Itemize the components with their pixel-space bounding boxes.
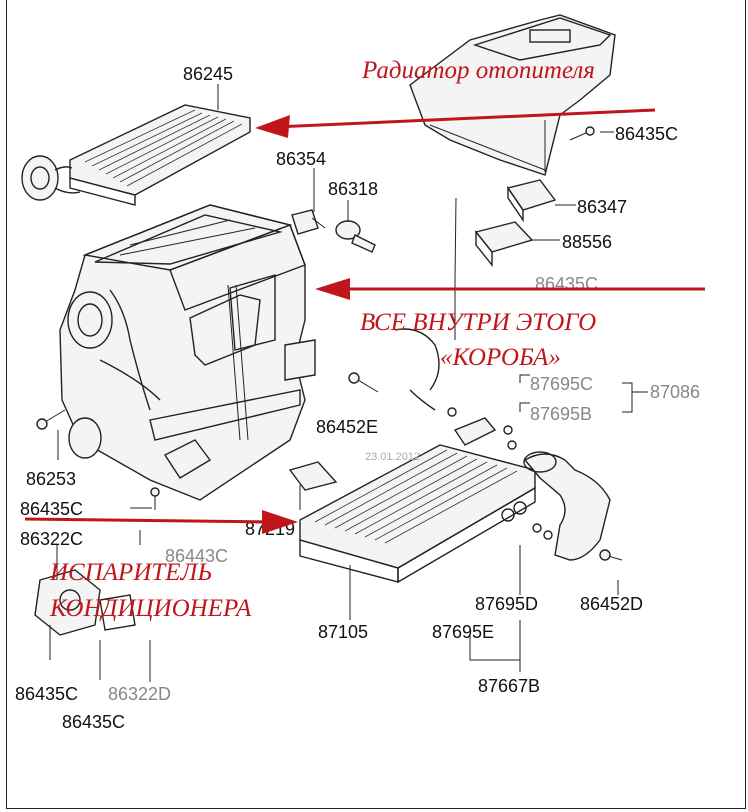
label-86253: 86253 — [26, 469, 76, 489]
label-87695e: 87695E — [432, 622, 494, 642]
label-86322c: 86322C — [20, 529, 83, 549]
module-88556 — [474, 221, 534, 267]
resistor-86354 — [291, 209, 326, 235]
expansion-valve — [394, 328, 517, 450]
label-86452e: 86452E — [316, 417, 378, 437]
label-88556: 88556 — [562, 232, 612, 252]
label-87695c: 87695C — [530, 374, 593, 394]
upper-duct — [409, 14, 616, 176]
label-86318: 86318 — [328, 179, 378, 199]
annotation-evaporator-line1: ИСПАРИТЕЛЬ — [49, 559, 212, 586]
label-86435c-mid: 86435C — [535, 274, 598, 294]
thermistor-87219 — [288, 461, 338, 510]
arrow-evaporator — [24, 510, 298, 534]
label-87695d: 87695D — [475, 594, 538, 614]
label-86347: 86347 — [577, 197, 627, 217]
bolt-86452E — [348, 372, 379, 393]
arrow-heater — [255, 108, 656, 138]
label-86435c-bl: 86435C — [15, 684, 78, 704]
arrow-box — [315, 278, 705, 300]
label-86354: 86354 — [276, 149, 326, 169]
bolt-86452D — [599, 549, 623, 561]
label-86452d: 86452D — [580, 594, 643, 614]
sensor-86318 — [335, 220, 376, 253]
label-87086: 87086 — [650, 382, 700, 402]
screw-86435C-left — [150, 487, 160, 510]
hvac-housing — [59, 204, 316, 501]
label-86245: 86245 — [183, 64, 233, 84]
screw-86435C-top — [569, 126, 595, 141]
annotation-evaporator-line2: КОНДИЦИОНЕРА — [49, 595, 252, 622]
watermark-date: 23.01.2012 — [365, 451, 420, 463]
leader-lines — [56, 84, 648, 682]
label-87667b: 87667B — [478, 676, 540, 696]
annotation-box-line2: «КОРОБА» — [440, 344, 561, 371]
label-86443c: 86443C — [165, 546, 228, 566]
drain-hose — [523, 451, 611, 561]
annotation-box-line1: ВСЕ ВНУТРИ ЭТОГО — [360, 309, 596, 336]
annotation-heater-core: Радиатор отопителя — [361, 57, 595, 84]
actuator-assembly — [34, 569, 136, 680]
module-86347 — [506, 179, 557, 223]
label-87695b: 87695B — [530, 404, 592, 424]
label-86322d: 86322D — [108, 684, 171, 704]
label-86435c-bottom: 86435C — [62, 712, 125, 732]
heater-core — [21, 104, 251, 206]
bolt-86253 — [36, 409, 66, 430]
label-87105: 87105 — [318, 622, 368, 642]
label-86435c-left: 86435C — [20, 499, 83, 519]
label-86435c-top: 86435C — [615, 124, 678, 144]
diagram-frame — [6, 0, 746, 809]
evaporator — [299, 444, 536, 584]
